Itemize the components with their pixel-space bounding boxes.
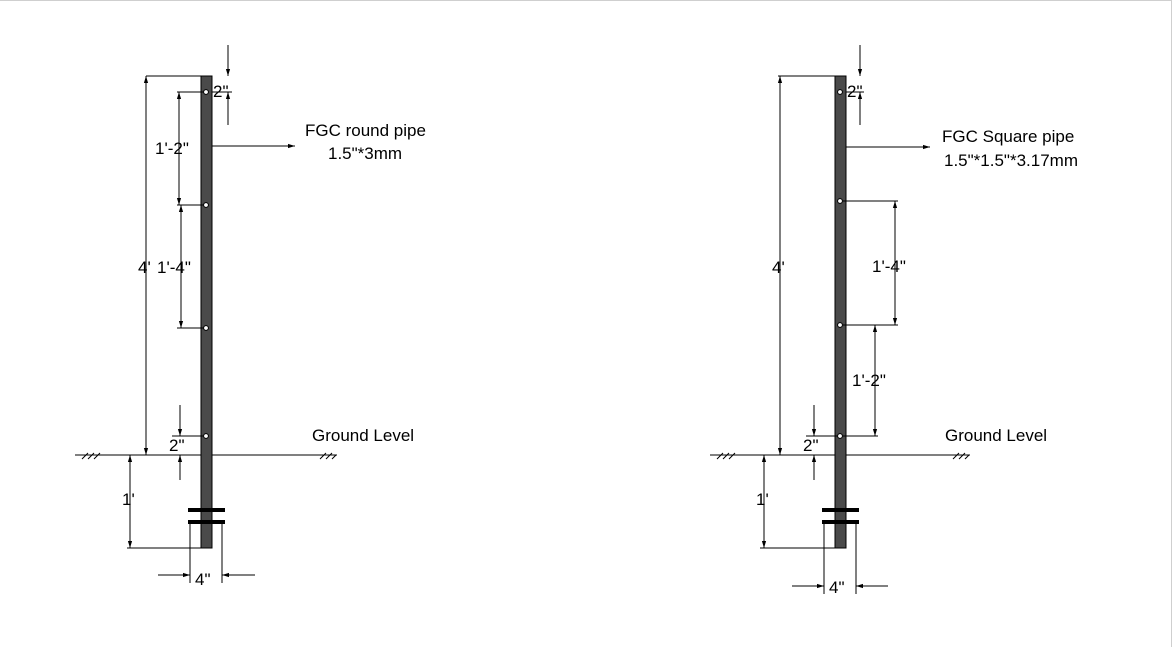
left-hole-3 [203,325,209,331]
left-post-detail: 4' 2" 1'-2" 1'-4" 2" 1' 4" FGC round pip [75,45,426,589]
right-base-plate-bottom [822,520,859,524]
left-hole-2 [203,202,209,208]
left-ground-hatch-right [319,452,337,460]
right-hole-1 [837,89,843,95]
right-upper-spacing-label: 1'-4" [872,257,906,276]
right-material-line2: 1.5"*1.5"*3.17mm [944,151,1078,170]
right-post [834,75,847,549]
left-top-offset-label: 2" [213,82,229,101]
left-material-line1: FGC round pipe [305,121,426,140]
right-material-line1: FGC Square pipe [942,127,1074,146]
right-hole-3 [837,322,843,328]
left-base-plate-top [188,508,225,512]
right-ground-hatch-left [716,452,736,460]
left-lower-spacing-label: 1'-4" [157,258,191,277]
left-ground-hatch-left [81,452,101,460]
right-post-detail: 4' 2" 1'-4" 1'-2" 2" 1' 4" FGC Square pi [710,45,1078,597]
left-ground-label: Ground Level [312,426,414,445]
right-ground-label: Ground Level [945,426,1047,445]
left-material-line2: 1.5"*3mm [328,144,402,163]
left-total-height-label: 4' [138,258,151,277]
right-top-offset-label: 2" [847,82,863,101]
right-bottom-offset-label: 2" [803,436,819,455]
left-bottom-offset-label: 2" [169,436,185,455]
left-embed-depth-label: 1' [122,490,135,509]
left-base-plate-bottom [188,520,225,524]
right-embed-depth-label: 1' [756,490,769,509]
left-upper-spacing-label: 1'-2" [155,139,189,158]
left-hole-4 [203,433,209,439]
right-hole-2 [837,198,843,204]
left-hole-1 [203,89,209,95]
right-base-plate-top [822,508,859,512]
right-hole-4 [837,433,843,439]
right-base-width-label: 4" [829,578,845,597]
left-post [200,75,213,549]
right-lower-spacing-label: 1'-2" [852,371,886,390]
right-total-height-label: 4' [772,258,785,277]
right-ground-hatch-right [952,452,970,460]
left-base-width-label: 4" [195,570,211,589]
